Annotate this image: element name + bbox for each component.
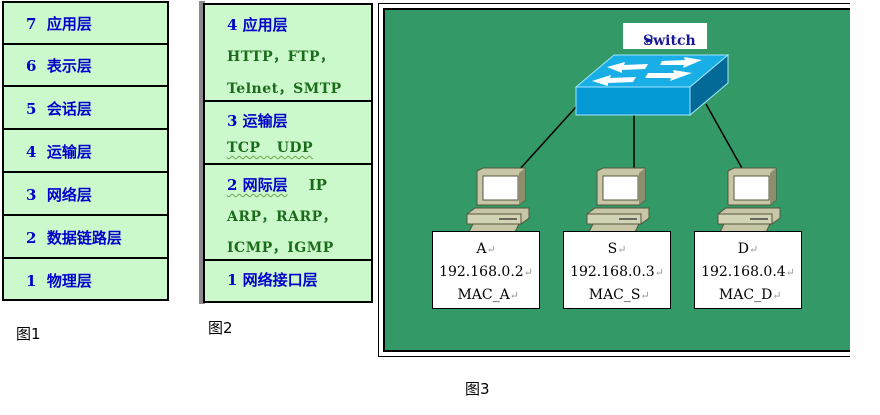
tcpip-layer-title: 1 网络接口层 [227,271,318,289]
tcpip-layer-title: 3 运输层 [227,112,288,130]
figure3-caption: 图3 [465,380,490,398]
tcpip-protocols: HTTP，FTP， [227,49,335,65]
figure1-caption: 图1 [16,325,41,343]
tcpip-layer-application: 4 应用层 HTTP，FTP， Telnet，SMTP [205,5,371,102]
host-ip: 192.168.0.4 [701,264,786,280]
tcpip-protocols: ICMP，IGMP [227,240,334,256]
figure2-caption: 图2 [208,319,233,337]
host-name: S [607,241,618,257]
osi-layer-row: 7 应用层 [4,3,167,45]
host-name: D [737,241,749,257]
osi-layer-row: 6 表示层 [4,45,167,87]
osi-layer-label: 6 表示层 [26,57,92,75]
osi-layer-label: 2 数据链路层 [26,229,122,247]
osi-layer-label: 5 会话层 [26,100,92,118]
fig2-shadow-bar [199,1,205,304]
tcpip-layer-internet: 2 网际层 IP ARP，RARP， ICMP，IGMP [205,165,371,261]
tcpip-layer-title: 2 网际层 IP [227,176,327,194]
tcpip-protocols: ARP，RARP， [227,209,338,225]
host-d-info: D↵ 192.168.0.4↵ MAC_D↵ [694,231,802,309]
tcpip-model-table: 4 应用层 HTTP，FTP， Telnet，SMTP 3 运输层 TCP UD… [203,3,373,303]
osi-layer-row: 5 会话层 [4,88,167,130]
osi-layer-label: 3 网络层 [26,186,92,204]
osi-layer-row: 1 物理层 [4,260,167,302]
osi-model-table: 7 应用层 6 表示层 5 会话层 4 运输层 3 网络层 2 数据链路层 1 … [2,1,169,301]
tcpip-layer-network-interface: 1 网络接口层 [205,261,371,301]
osi-layer-label: 7 应用层 [26,15,92,33]
host-ip: 192.168.0.2 [439,264,524,280]
osi-layer-label: 4 运输层 [26,143,92,161]
host-mac: MAC_S [588,287,641,303]
osi-layer-row: 3 网络层 [4,174,167,216]
tcpip-layer-title: 4 应用层 [227,16,288,34]
host-ip: 192.168.0.3 [570,264,655,280]
tcpip-protocols: Telnet，SMTP [227,81,342,97]
osi-layer-row: 4 运输层 [4,131,167,173]
return-mark-icon: ↵ [643,33,655,49]
switch-label: Switch↵ [623,23,707,49]
host-mac: MAC_D [718,287,773,303]
host-a-info: A↵ 192.168.0.2↵ MAC_A↵ [432,231,540,309]
osi-layer-row: 2 数据链路层 [4,217,167,259]
tcpip-layer-transport: 3 运输层 TCP UDP [205,102,371,165]
tcpip-protocols: TCP UDP [227,140,314,156]
host-name: A [476,241,487,257]
host-s-info: S↵ 192.168.0.3↵ MAC_S↵ [563,231,671,309]
host-mac: MAC_A [457,287,510,303]
osi-layer-label: 1 物理层 [26,272,92,290]
